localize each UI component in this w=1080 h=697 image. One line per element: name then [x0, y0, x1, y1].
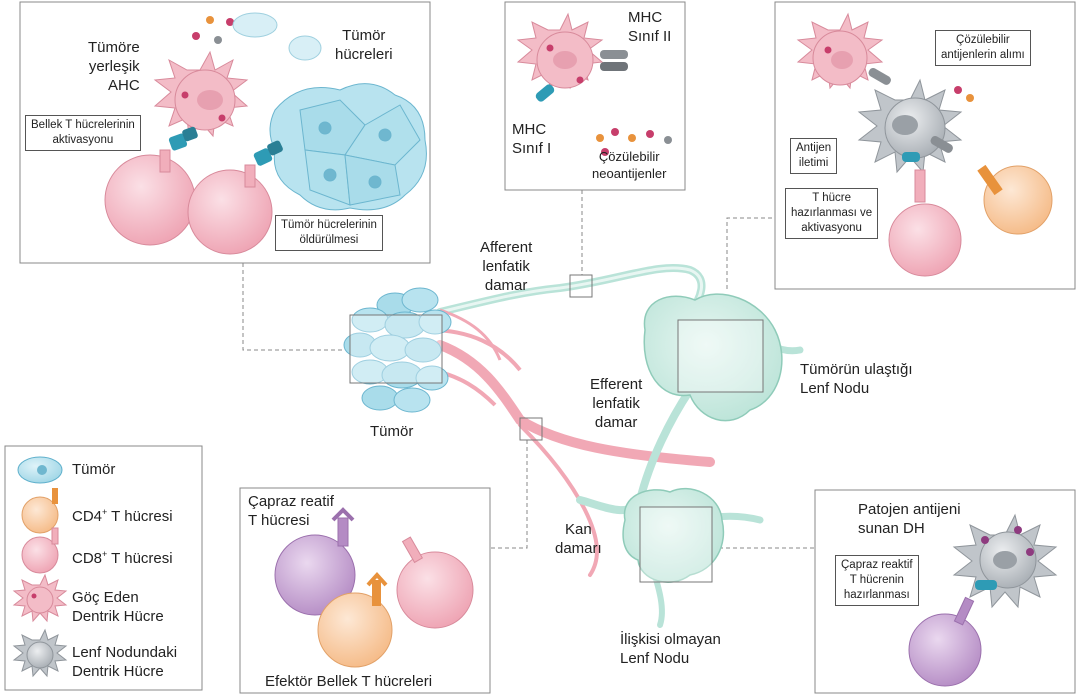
legend-cd4-label: CD4+ T hücresi	[72, 507, 173, 525]
legend-tumor-icon	[17, 456, 63, 484]
label-blood-vessel: Kan damarı	[555, 521, 602, 557]
cd4-cell-top-right	[977, 164, 1053, 235]
pathogen-presenting-dc	[952, 513, 1058, 609]
label-cross-reactive-t-cell: Çapraz reatif T hücresi	[248, 493, 334, 529]
apc-mhc-presenting	[516, 12, 628, 102]
effector-cd4-cell	[317, 572, 393, 668]
legend-migratory-dc-icon	[12, 573, 68, 623]
cross-reactive-t-cell-priming	[908, 596, 982, 687]
callout-memory-activation: Bellek T hücrelerinin aktivasyonu	[25, 115, 141, 151]
legend-tumor-label: Tümör	[72, 461, 116, 478]
label-tumor: Tümör	[370, 423, 414, 440]
callout-soluble-antigen-uptake: Çözülebilir antijenlerin alımı	[935, 30, 1031, 66]
tumor-resident-apc	[153, 50, 249, 138]
effector-cd8-cell	[396, 536, 474, 629]
label-pathogen-presenting-dc: Patojen antijeni sunan DH	[858, 501, 961, 537]
legend-cd4-icon	[21, 488, 59, 534]
unrelated-lymph-node	[622, 487, 725, 583]
label-effector-memory-t-cells: Efektör Bellek T hücreleri	[265, 673, 433, 690]
callout-antigen-transfer: Antijen iletimi	[790, 138, 838, 174]
tumor-mass	[343, 287, 452, 413]
tumor-cells-cluster	[269, 83, 427, 211]
zoom-markers	[349, 274, 764, 583]
cross-reactive-t-cell	[274, 507, 356, 616]
legend-migratory-dc-label: Göç Eden Dentrik Hücre	[72, 589, 164, 625]
label-efferent-lymph-vessel: Efferent lenfatik damar	[590, 376, 643, 431]
connector-lines	[242, 190, 815, 549]
label-afferent-lymph-vessel: Afferent lenfatik damar	[480, 239, 533, 294]
lymph-node-dc-top-right	[857, 78, 974, 174]
cd8-cell-killer	[187, 140, 283, 255]
label-tumor-cells: Tümör hücreleri	[335, 27, 393, 63]
legend-lymph-node-dc-label: Lenf Nodundaki Dentrik Hücre	[72, 644, 178, 680]
blood-vessel	[435, 340, 715, 467]
label-mhc-class-1: MHC Sınıf I	[512, 121, 552, 157]
label-tumor-draining-node: Tümörün ulaştığı Lenf Nodu	[800, 361, 913, 397]
callout-cross-reactive-priming: Çapraz reaktif T hücrenin hazırlanması	[835, 555, 919, 606]
cd8-cell-top-right	[888, 169, 962, 277]
legend-lymph-node-dc-icon	[12, 628, 68, 678]
migratory-dc-top-right	[796, 12, 891, 90]
label-soluble-neoantigens: Çözülebilir neoantijenler	[592, 149, 667, 181]
label-mhc-class-2: MHC Sınıf II	[628, 9, 672, 45]
callout-t-cell-priming: T hücre hazırlanması ve aktivasyonu	[785, 188, 879, 239]
label-tumor-resident-apc: Tümöre yerleşik AHC	[88, 39, 140, 94]
callout-tumor-killing: Tümör hücrelerinin öldürülmesi	[275, 215, 383, 251]
antigen-dots	[192, 12, 322, 61]
legend-cd8-icon	[21, 527, 59, 574]
neoantigen-dots	[596, 128, 672, 156]
tumor-draining-lymph-node	[643, 293, 783, 422]
legend-cd8-label: CD8+ T hücresi	[72, 549, 173, 567]
label-unrelated-node: İlişkisi olmayan Lenf Nodu	[620, 631, 721, 667]
